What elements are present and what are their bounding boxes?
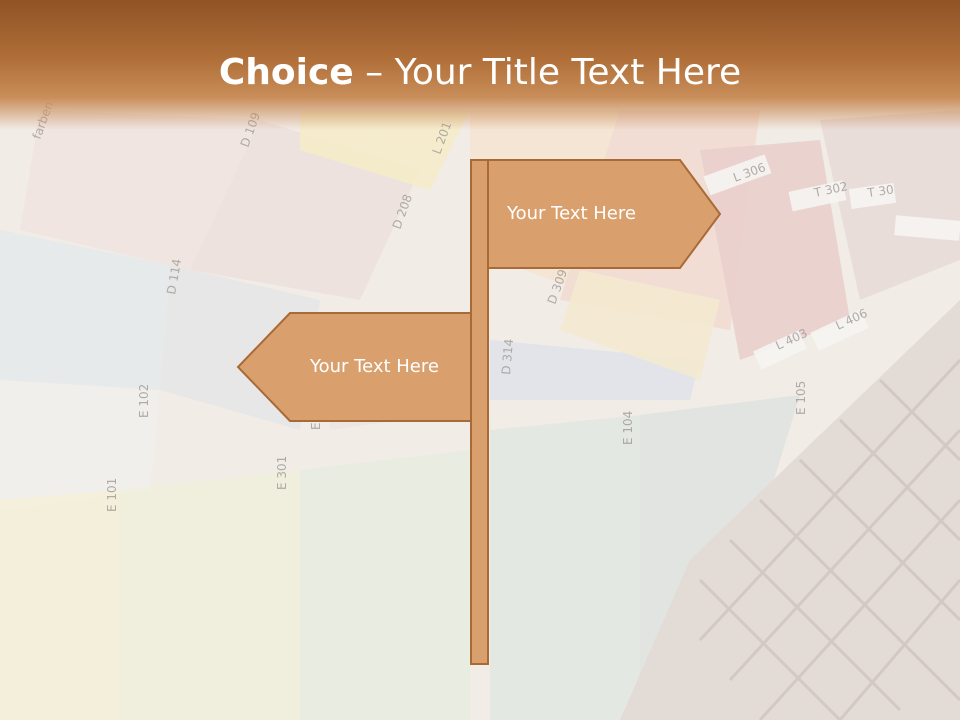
swatch-label: E 105	[794, 381, 808, 415]
left-sign-label[interactable]: Your Text Here	[310, 356, 439, 377]
title-rest: – Your Title Text Here	[353, 52, 742, 93]
swatch-label: E 301	[275, 456, 289, 490]
right-sign-label[interactable]: Your Text Here	[507, 203, 636, 224]
swatch-label: E 101	[105, 478, 119, 512]
swatch-label: E 104	[621, 411, 635, 445]
title-bold-word: Choice	[218, 52, 354, 93]
slide-title: Choice – Your Title Text Here	[0, 52, 960, 93]
swatch-label: D 114	[164, 258, 184, 296]
swatch-label: D 314	[499, 338, 516, 375]
title-bar	[0, 0, 960, 130]
swatch-label: E 302	[309, 396, 323, 430]
swatch-label: E 102	[137, 384, 151, 418]
swatch-label: T 30	[865, 182, 894, 200]
